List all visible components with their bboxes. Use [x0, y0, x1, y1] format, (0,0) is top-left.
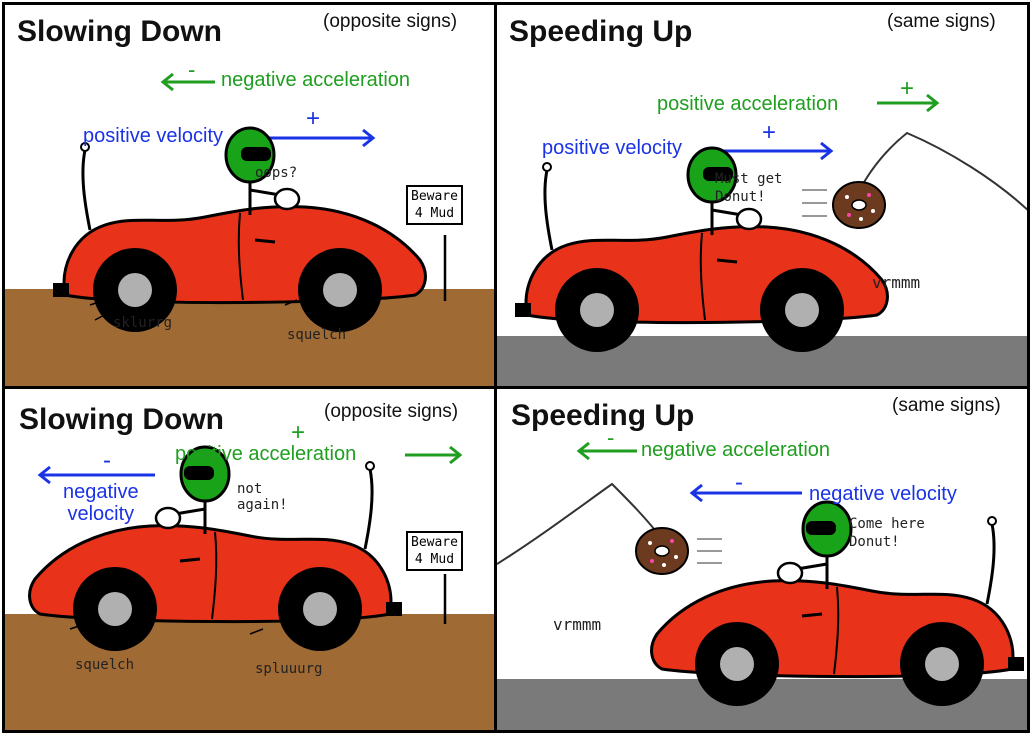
red-car: [28, 445, 404, 653]
panel-4-illustration: [497, 441, 1027, 730]
velocity-sign: +: [306, 105, 321, 132]
panel-speeding-up-positive-velocity: Speeding Up (same signs) + positive acce…: [494, 2, 1030, 389]
sound-effect: vrmmm: [872, 273, 921, 292]
fishing-line: [856, 131, 1027, 211]
warning-sign: Beware 4 Mud: [406, 531, 463, 571]
acceleration-label: negative acceleration: [221, 69, 411, 91]
donut: [635, 527, 689, 575]
speech-line: again!: [237, 497, 288, 513]
sign-line: 4 Mud: [414, 552, 455, 567]
velocity-sign: +: [762, 119, 777, 146]
fishing-line: [497, 482, 663, 565]
acceleration-label: positive acceleration: [657, 93, 839, 115]
velocity-label: negative velocity: [809, 483, 957, 505]
panel-slowing-down-negative-velocity: Slowing Down (opposite signs) + positive…: [2, 386, 497, 733]
mud-ground: [5, 614, 494, 730]
panel-title: Speeding Up: [511, 399, 695, 432]
warning-sign: Beware 4 Mud: [406, 185, 463, 225]
sound-effect: squelch: [287, 327, 347, 343]
speech-line: Donut!: [849, 534, 900, 550]
panel-2-illustration: [497, 93, 1027, 386]
velocity-sign: -: [103, 447, 111, 474]
red-car: [650, 500, 1026, 708]
speech-text: oops?: [255, 165, 298, 181]
sign-line: Beware: [411, 535, 458, 550]
velocity-label: positive velocity: [83, 125, 224, 147]
mud-ground: [5, 289, 494, 386]
panel-slowing-down-positive-velocity: Slowing Down (opposite signs) - negative…: [2, 2, 497, 389]
speech-text: Must get Donut!: [715, 170, 782, 206]
panel-subtitle: (opposite signs): [324, 401, 459, 422]
panel-1-illustration: [5, 72, 494, 386]
velocity-sign: -: [735, 469, 743, 496]
speech-line: Must get: [715, 171, 783, 187]
speech-text: Come here Donut!: [849, 515, 925, 551]
velocity-label-line: negative: [63, 481, 139, 503]
panel-subtitle: (opposite signs): [323, 11, 458, 32]
red-car: [51, 126, 427, 334]
acceleration-sign: -: [607, 425, 615, 450]
panel-3-illustration: [5, 445, 494, 730]
panel-title: Speeding Up: [509, 15, 693, 48]
acceleration-label: positive acceleration: [175, 443, 357, 465]
velocity-label: positive velocity: [542, 137, 683, 159]
panel-title: Slowing Down: [17, 15, 222, 48]
acceleration-sign: +: [291, 419, 306, 446]
panel-speeding-up-negative-velocity: Speeding Up (same signs) - negative acce…: [494, 386, 1030, 733]
speech-line: Donut!: [715, 189, 766, 205]
sound-effect: squelch: [75, 657, 135, 673]
sign-line: Beware: [411, 189, 458, 204]
velocity-label-line: velocity: [67, 503, 135, 525]
panel-subtitle: (same signs): [892, 395, 1001, 416]
acceleration-sign: -: [188, 57, 196, 82]
speech-line: not: [237, 481, 263, 497]
speech-line: Come here: [849, 516, 925, 532]
sound-effect: vrmmm: [553, 615, 602, 634]
panel-title: Slowing Down: [19, 403, 224, 436]
panel-subtitle: (same signs): [887, 11, 996, 32]
sound-effect: sklurrg: [113, 315, 173, 331]
speech-text: not again!: [237, 481, 288, 513]
acceleration-label: negative acceleration: [641, 439, 831, 461]
donut: [832, 181, 886, 229]
red-car: [513, 146, 889, 354]
sign-line: 4 Mud: [414, 206, 455, 221]
sound-effect: spluuurg: [255, 661, 323, 677]
velocity-label: negative velocity: [63, 481, 139, 525]
acceleration-sign: +: [900, 75, 915, 102]
